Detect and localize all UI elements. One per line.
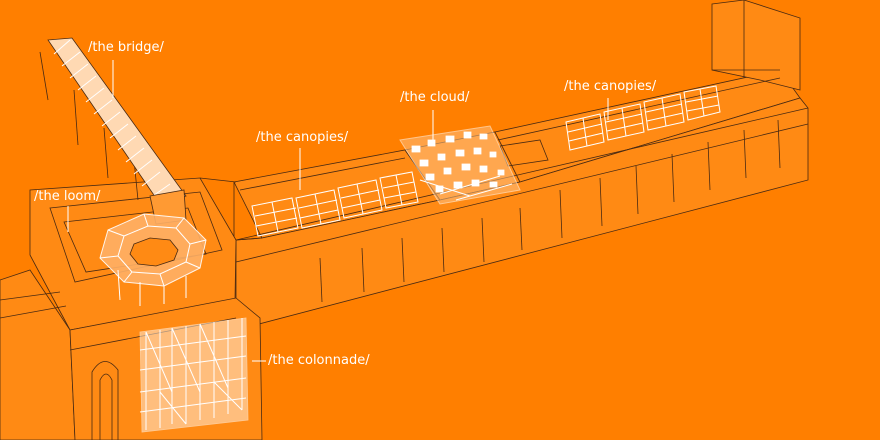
canopies-left-installation [251, 171, 419, 237]
label-bridge: /the bridge/ [88, 40, 164, 55]
cloud-installation [399, 125, 521, 205]
label-colonnade: /the colonnade/ [268, 353, 370, 368]
leader-lines [67, 60, 609, 362]
label-canopies-left: /the canopies/ [256, 130, 349, 145]
colonnade-installation [139, 317, 249, 433]
canopies-right-installation [565, 85, 721, 151]
long-wing [233, 0, 809, 331]
label-canopies-right: /the canopies/ [564, 79, 657, 94]
label-loom: /the loom/ [34, 189, 101, 204]
label-cloud: /the cloud/ [400, 90, 470, 105]
loom-installation [99, 213, 207, 306]
